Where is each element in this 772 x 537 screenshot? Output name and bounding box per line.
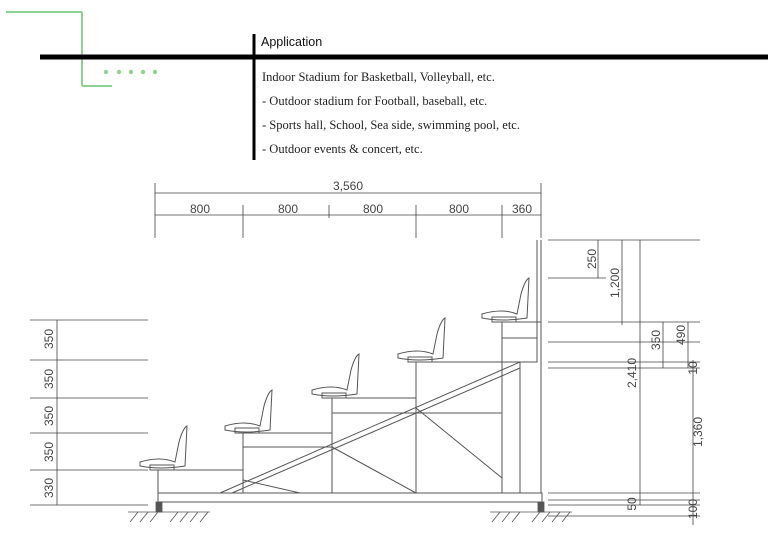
dim-left-height-5: 350	[42, 329, 56, 349]
dim-row-width-2: 800	[278, 202, 298, 216]
dim-left-height-3: 350	[42, 406, 56, 426]
application-title: Application	[261, 35, 323, 49]
right-dimensions	[548, 239, 700, 525]
dim-footing: 100	[686, 499, 700, 519]
seat-row-3	[311, 353, 360, 399]
dim-rail-height: 1,200	[608, 268, 622, 298]
dim-base: 50	[625, 497, 639, 511]
dim-backrest: 250	[585, 249, 599, 269]
application-item: - Sports hall, School, Sea side, swimmin…	[262, 118, 520, 132]
dim-row-width-1: 800	[190, 202, 210, 216]
application-item: - Outdoor events & concert, etc.	[262, 142, 423, 156]
dim-seat-b: 490	[674, 325, 688, 345]
dim-row-width-3: 800	[363, 202, 383, 216]
dim-row-width-4: 800	[449, 202, 469, 216]
application-list: Indoor Stadium for Basketball, Volleybal…	[262, 68, 520, 164]
dim-support: 1,360	[691, 417, 705, 447]
top-dimensions	[154, 183, 542, 238]
dim-left-height-1: 330	[42, 478, 56, 498]
dim-row-width-5: 360	[512, 202, 532, 216]
dot-row-decoration	[103, 69, 158, 75]
bleacher-structure	[157, 240, 543, 503]
dim-total-width: 3,560	[333, 179, 363, 193]
dim-seat-a: 350	[649, 330, 663, 350]
application-item: Indoor Stadium for Basketball, Volleybal…	[262, 70, 495, 84]
seat-row-1	[139, 425, 188, 471]
dim-total-height: 2,410	[625, 358, 639, 388]
dim-left-height-2: 350	[42, 442, 56, 462]
seat-row-2	[224, 389, 273, 434]
corner-bracket-decoration	[6, 11, 158, 87]
dim-gap: 10	[686, 361, 700, 375]
left-dimensions	[30, 319, 148, 506]
seat-row-4	[397, 317, 446, 363]
application-item: - Outdoor stadium for Football, baseball…	[262, 94, 488, 108]
footings	[128, 501, 572, 523]
dim-left-height-4: 350	[42, 369, 56, 389]
seat-row-5	[481, 277, 530, 323]
